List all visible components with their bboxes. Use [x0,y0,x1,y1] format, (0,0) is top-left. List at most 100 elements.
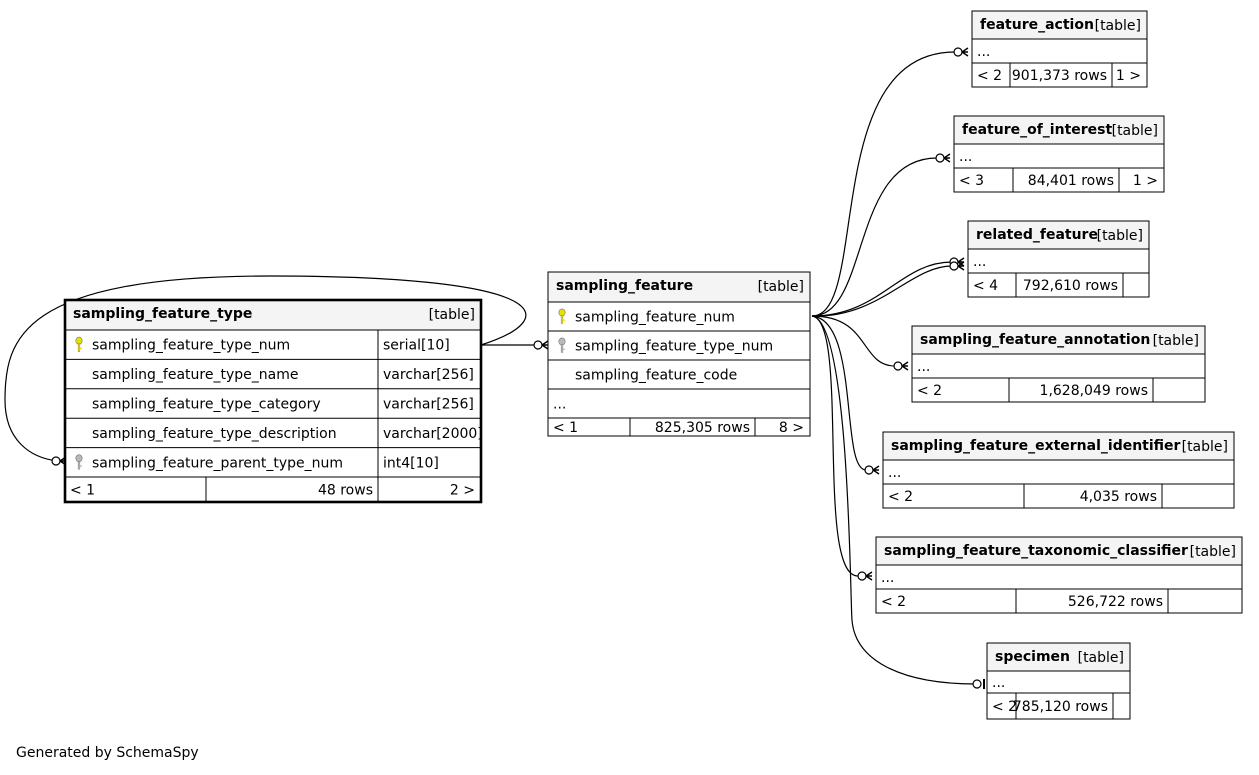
edge-to-external-identifier [811,315,867,471]
table-name: sampling_feature [556,278,693,294]
column-name: sampling_feature_parent_type_num [92,455,343,471]
column-row[interactable]: sampling_feature_type_num [558,337,773,355]
table-name: sampling_feature_annotation [920,332,1150,348]
table-feature-of-interest[interactable]: feature_of_interest[table]... < 3 84,401 r… [953,115,1165,193]
crows-foot-marker [949,261,965,271]
column-name: ... [917,359,930,375]
footer-parents: < 3 [959,173,984,189]
edge-to-specimen [811,315,977,685]
table-nodes: sampling_feature_type[table]sampling_fea… [63,10,1243,720]
footer-parents: < 1 [553,420,578,436]
table-name: feature_of_interest [962,122,1112,138]
column-name: ... [881,570,894,586]
footer-parents: < 4 [973,278,998,294]
column-row[interactable]: ... [973,254,986,270]
table-sampling-feature[interactable]: sampling_feature [table] sampling_feature_… [547,271,811,437]
column-row[interactable]: ... [553,397,566,413]
column-name: ... [553,397,566,413]
table-kind-label: [table] [1078,650,1124,666]
table-kind-label: [table] [429,307,475,323]
column-name: ... [973,254,986,270]
crows-foot-marker [533,340,549,350]
column-row[interactable]: ... [992,675,1005,691]
table-kind-label: [table] [1190,544,1236,560]
footer-row-count: 901,373 rows [1012,68,1107,84]
column-type: varchar[256] [383,397,474,413]
edge-to-feature-of-interest [811,157,938,317]
column-name: sampling_feature_type_num [92,338,290,354]
edge-to-annotation [811,315,896,367]
column-name: sampling_feature_type_num [575,339,773,355]
table-name: specimen [995,649,1070,665]
relationship-edges [4,47,985,689]
footer-row-count: 792,610 rows [1023,278,1118,294]
column-row[interactable]: sampling_feature_num [558,308,735,326]
foreign-key-icon [558,337,566,353]
table-sampling-feature-taxonomic-classifier[interactable]: sampling_feature_taxonomic_classifier[ta… [875,536,1243,614]
table-kind-label: [table] [1112,123,1158,139]
column-row[interactable]: sampling_feature_type_num serial[10] [75,336,450,354]
table-related-feature[interactable]: related_feature[table]... < 4 792,610 rows [967,220,1150,298]
crows-foot-marker [893,361,909,371]
edge-to-feature-action [811,51,956,317]
footer-parents: < 2 [888,489,913,505]
footer-parents: < 2 [977,68,1002,84]
footer-parents: < 2 [881,594,906,610]
table-name: related_feature [976,227,1098,243]
footer-children: 1 > [1133,173,1158,189]
edge-self-parent-type [4,275,527,462]
table-kind-label: [table] [1182,439,1228,455]
column-name: sampling_feature_type_category [92,397,321,413]
column-row[interactable]: sampling_feature_type_category varchar[25… [92,397,474,413]
primary-key-icon [75,336,83,352]
table-sampling-feature-type[interactable]: sampling_feature_type[table]sampling_fea… [63,298,483,504]
edge-to-related-feature-b [811,265,953,317]
one-to-one-marker [972,679,985,689]
crows-foot-marker [864,465,880,475]
footer-children: 8 > [779,420,804,436]
column-name: ... [888,465,901,481]
column-row[interactable]: ... [977,44,990,60]
column-type: serial[10] [383,338,450,354]
table-name: sampling_feature_external_identifier [891,438,1181,454]
footer-children: 1 > [1116,68,1141,84]
column-row[interactable]: sampling_feature_code [575,368,737,384]
footer-row-count: 84,401 rows [1028,173,1114,189]
column-name: sampling_feature_num [575,310,735,326]
table-kind-label: [table] [758,279,804,295]
table-name: sampling_feature_taxonomic_classifier [884,543,1188,559]
generated-by-footer: Generated by SchemaSpy [16,745,199,761]
column-name: ... [959,149,972,165]
column-row[interactable]: sampling_feature_parent_type_num int4[10] [75,454,439,472]
column-row[interactable]: ... [881,570,894,586]
crows-foot-marker [857,571,873,581]
column-type: varchar[2000] [383,426,483,442]
edge-to-taxonomic-classifier [811,315,859,577]
column-row[interactable]: sampling_feature_type_description varchar… [92,426,483,442]
footer-row-count: 526,722 rows [1068,594,1163,610]
table-sampling-feature-external-identifier[interactable]: sampling_feature_external_identifier[tab… [882,431,1235,509]
crows-foot-marker [953,47,969,57]
column-name: sampling_feature_type_name [92,367,298,383]
column-name: ... [992,675,1005,691]
table-name: feature_action [980,17,1094,33]
crows-foot-marker [935,153,951,163]
edge-to-related-feature-a [811,261,953,317]
footer-parents: < 1 [70,483,95,499]
primary-key-icon [558,308,566,324]
column-row[interactable]: ... [917,359,930,375]
table-kind-label: [table] [1097,228,1143,244]
column-name: sampling_feature_code [575,368,737,384]
column-row[interactable]: ... [959,149,972,165]
column-type: int4[10] [383,455,439,471]
footer-row-count: 825,305 rows [655,420,750,436]
table-sampling-feature-annotation[interactable]: sampling_feature_annotation[table]...< 2… [911,325,1206,403]
column-row[interactable]: ... [888,465,901,481]
column-type: varchar[256] [383,367,474,383]
footer-parents: < 2 [992,699,1017,715]
column-name: sampling_feature_type_description [92,426,337,442]
column-row[interactable]: sampling_feature_type_name varchar[256] [92,367,474,383]
